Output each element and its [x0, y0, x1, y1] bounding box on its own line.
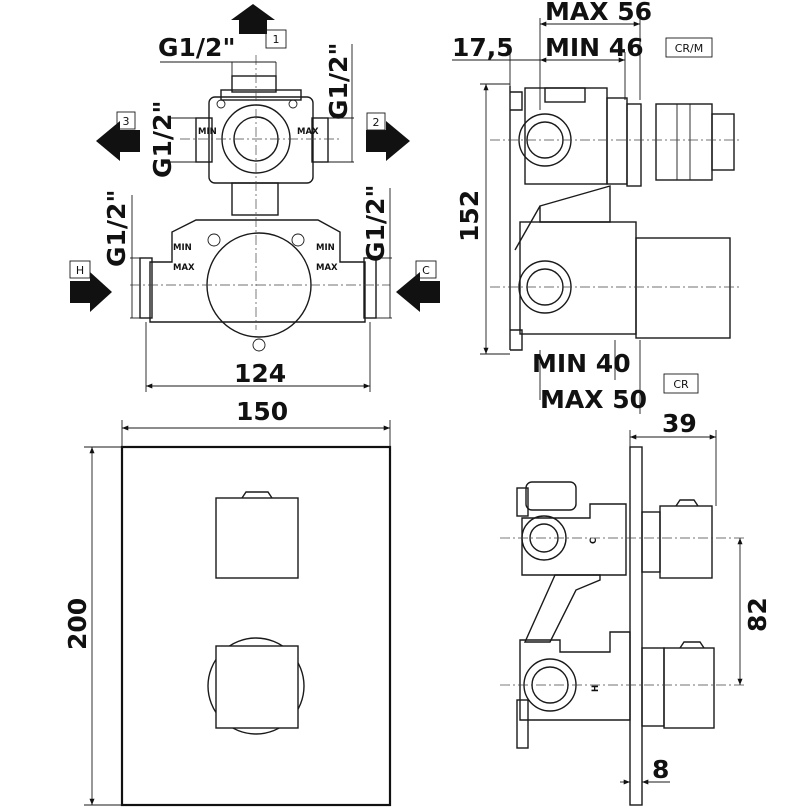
cold-inlet-arrow-icon — [396, 272, 440, 312]
svg-text:1: 1 — [273, 33, 280, 46]
port-label-3: 3 — [116, 111, 136, 130]
dimension-max56: MAX 56 — [539, 0, 652, 110]
dimension-8-label: 8 — [652, 755, 669, 784]
outlet-3-arrow-icon — [96, 121, 140, 161]
svg-text:C: C — [422, 264, 430, 277]
dimension-150: 150 — [121, 397, 391, 447]
dimension-17-5: 17,5 — [452, 33, 540, 86]
min-max-markings: MIN MAX MIN MAX MIN MAX — [173, 127, 338, 273]
max-mark-upper-right: MAX — [297, 127, 319, 137]
dimension-8: 8 — [620, 755, 670, 785]
thread-label-top: G1/2" — [158, 33, 235, 62]
outlet-2-arrow-icon — [366, 121, 410, 161]
dimension-200: 200 — [63, 446, 122, 806]
side-view-bottom: C H — [500, 446, 745, 806]
svg-text:H: H — [76, 264, 84, 277]
thread-label-right-top: G1/2" — [324, 43, 353, 120]
valve-body-front-view — [130, 55, 390, 352]
min-mark-lower-right: MIN — [316, 243, 335, 253]
max-mark-lower-right: MAX — [316, 263, 338, 273]
hot-inlet-arrow-icon — [70, 272, 112, 312]
side-letter-c: C — [589, 538, 599, 544]
port-label-h: H — [69, 260, 91, 279]
max-mark-lower-left: MAX — [173, 263, 195, 273]
port-label-c: C — [415, 260, 437, 279]
dimension-39: 39 — [629, 409, 717, 506]
dimension-124: 124 — [145, 322, 371, 392]
side-view-top — [490, 86, 740, 351]
thread-label-right-bottom: G1/2" — [361, 185, 390, 262]
svg-text:3: 3 — [123, 115, 130, 128]
svg-text:CR: CR — [673, 378, 689, 391]
dimension-min46-label: MIN 46 — [545, 33, 644, 62]
faceplate-front-view — [120, 445, 392, 807]
dimension-max56-label: MAX 56 — [545, 0, 652, 26]
dimension-17-5-label: 17,5 — [452, 33, 514, 62]
side-letter-h: H — [591, 685, 601, 692]
svg-text:2: 2 — [373, 116, 380, 129]
dimension-150-label: 150 — [236, 397, 288, 426]
svg-text:CR/M: CR/M — [675, 42, 704, 55]
dimension-min40-label: MIN 40 — [532, 349, 631, 378]
dimension-max50: MAX 50 — [540, 385, 647, 414]
min-mark-lower-left: MIN — [173, 243, 192, 253]
thread-label-left-top: G1/2" — [148, 101, 177, 178]
view-tag-cr: CR — [663, 373, 699, 394]
dimension-152: 152 — [455, 83, 510, 355]
thread-extension-lines — [130, 44, 392, 319]
dimension-min46: MIN 46 — [540, 33, 644, 100]
dimension-39-label: 39 — [662, 409, 697, 438]
dimension-82: 82 — [737, 538, 772, 685]
thread-label-left-bottom: G1/2" — [102, 190, 131, 267]
view-tag-crm: CR/M — [665, 37, 713, 58]
port-label-2: 2 — [366, 112, 386, 131]
dimension-152-label: 152 — [455, 190, 484, 242]
dimension-200-label: 200 — [63, 598, 92, 650]
min-mark-upper-left: MIN — [198, 127, 217, 137]
dimension-min40: MIN 40 — [532, 340, 641, 414]
dimension-82-label: 82 — [743, 597, 772, 632]
dimension-124-label: 124 — [234, 359, 286, 388]
outlet-1-arrow-icon — [231, 4, 275, 34]
dimension-max50-label: MAX 50 — [540, 385, 647, 414]
port-label-1: 1 — [265, 29, 287, 49]
